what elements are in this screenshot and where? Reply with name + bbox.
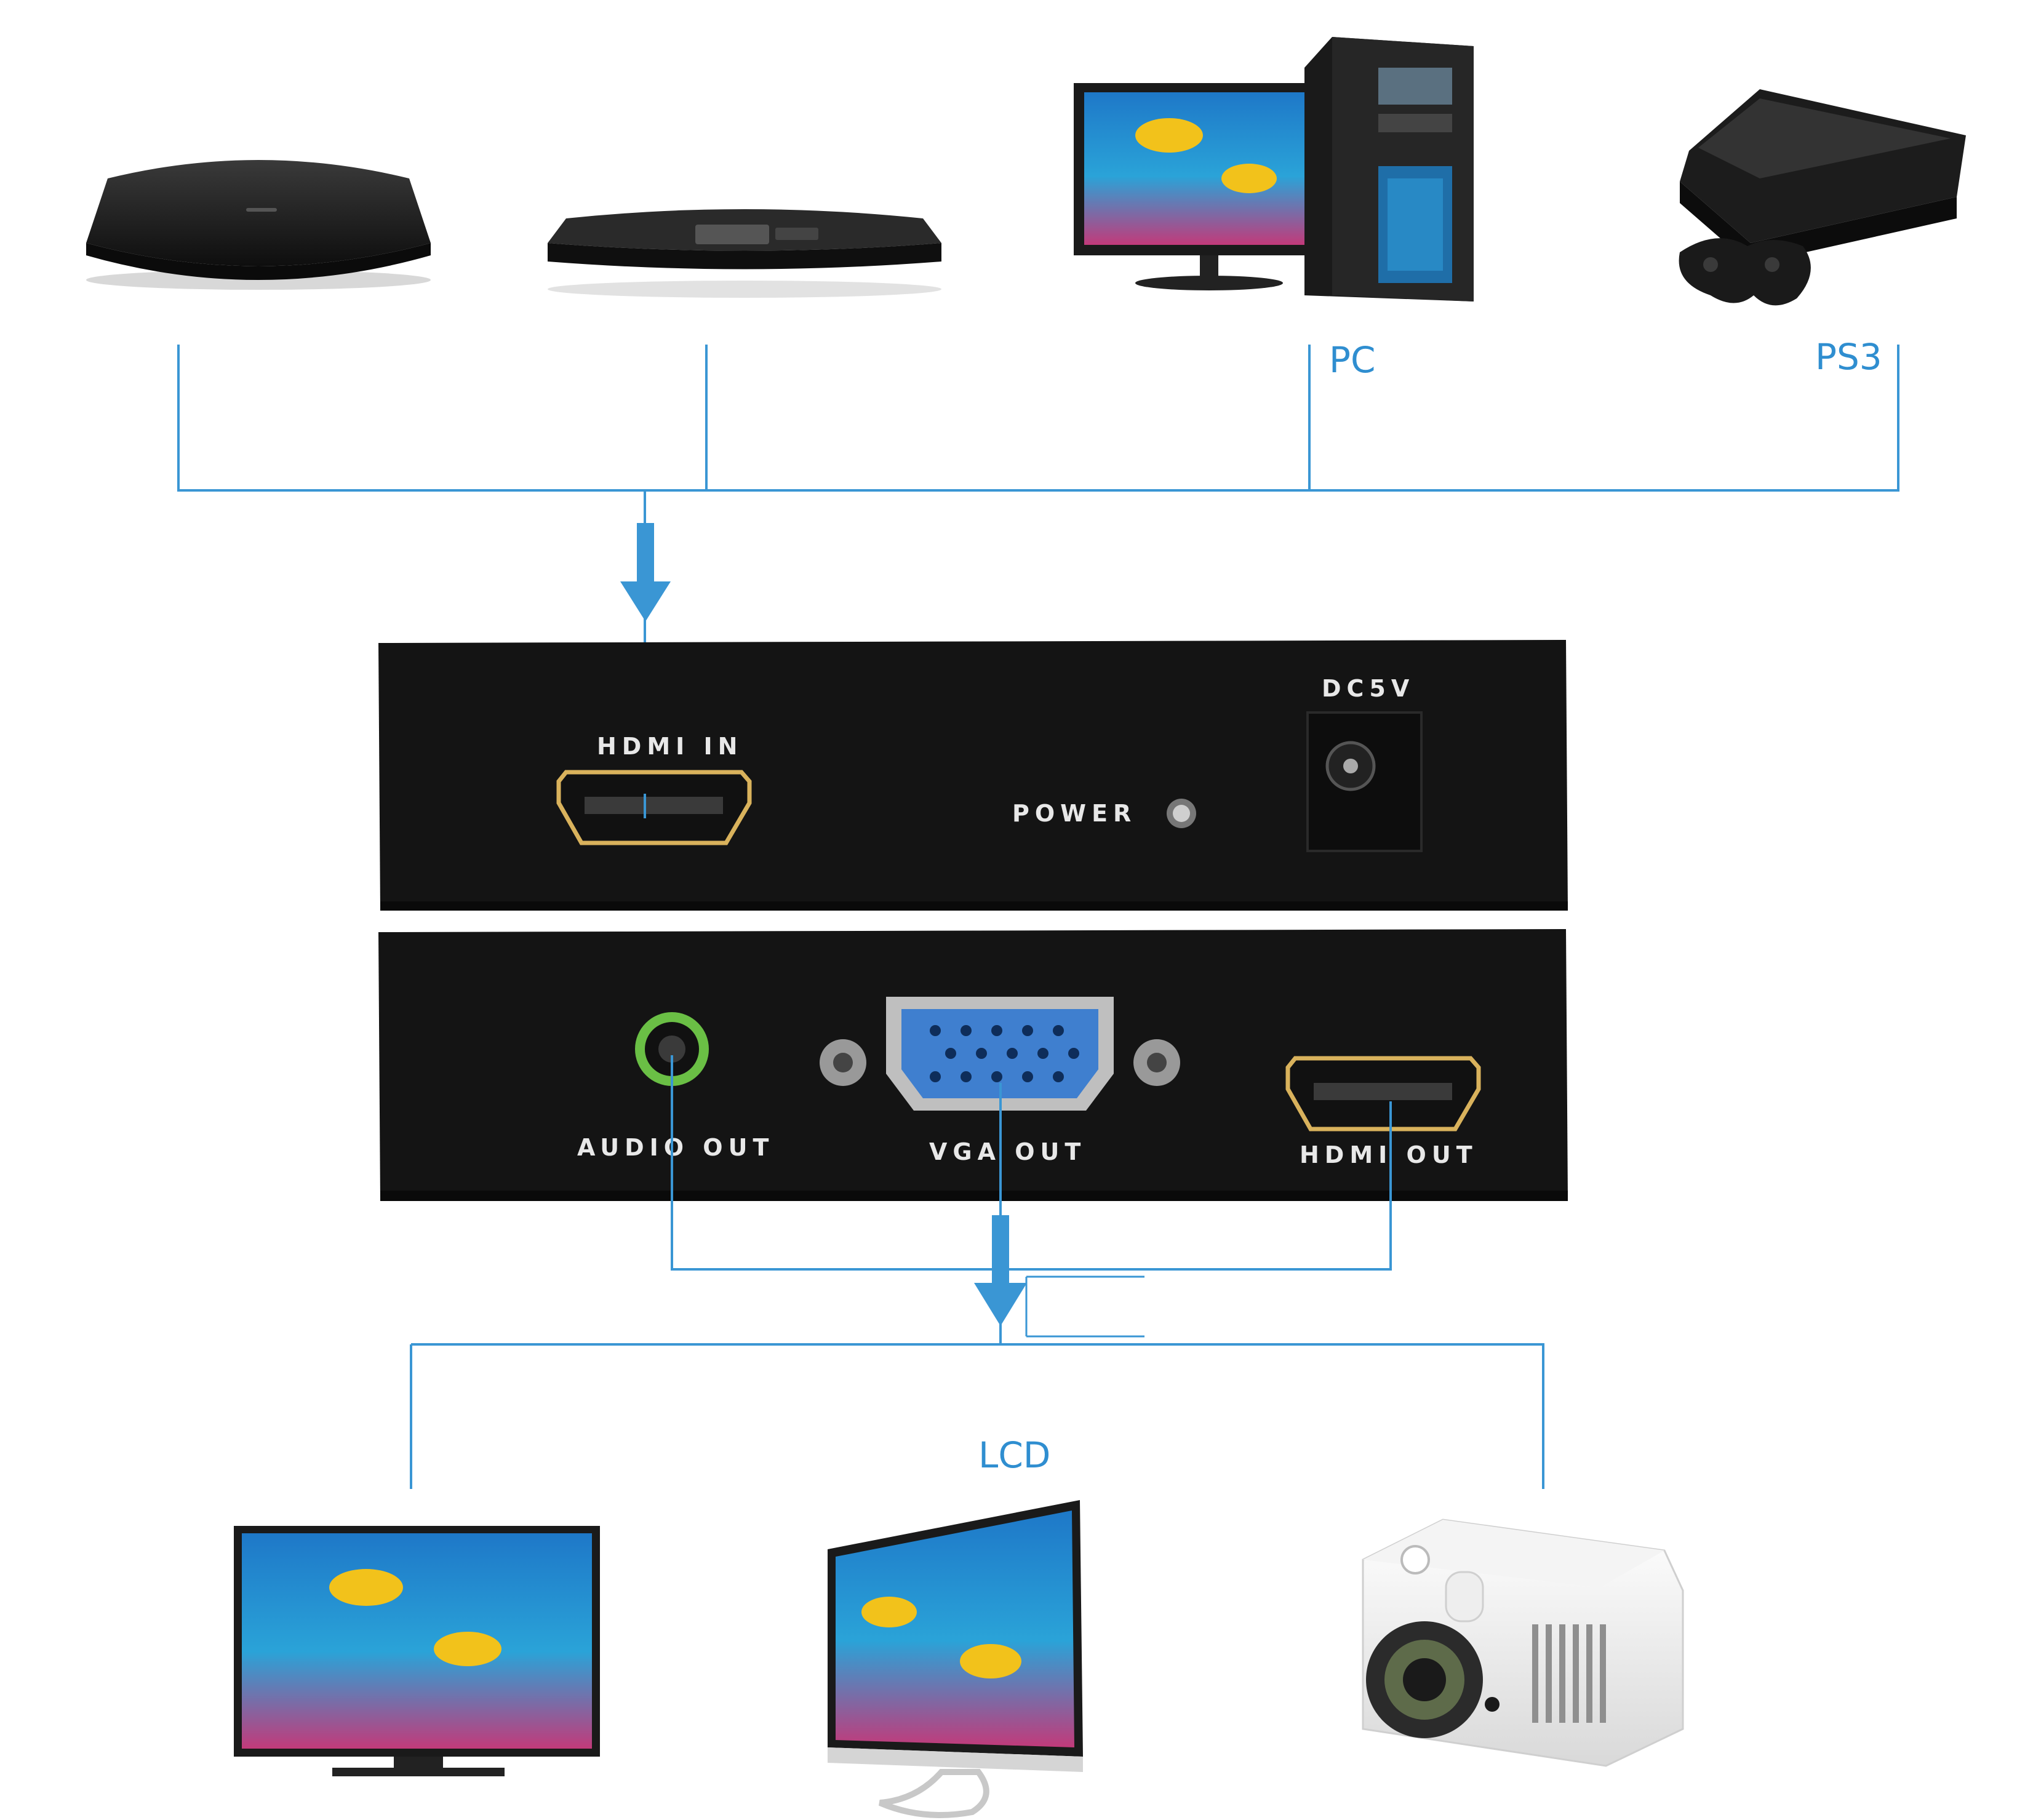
dc-power-jack[interactable] [1306, 711, 1423, 852]
lcd-monitor-device [828, 1500, 1083, 1818]
power-label: POWER [1012, 800, 1136, 827]
hdmi-out-label: HDMI OUT [1300, 1141, 1478, 1168]
output-down-arrow [974, 1215, 1027, 1326]
lcd-label: LCD [978, 1434, 1050, 1476]
audio-out-port[interactable] [635, 1012, 709, 1086]
hdmi-in-port[interactable] [556, 770, 752, 845]
hdmi-out-port[interactable] [1285, 1056, 1481, 1132]
vga-out-label: VGA OUT [929, 1138, 1086, 1165]
projector-device [1362, 1519, 1684, 1767]
audio-out-label: AUDIO OUT [577, 1134, 774, 1161]
media-box-device [86, 160, 431, 290]
pc-device [1074, 37, 1474, 301]
input-down-arrow [620, 523, 671, 621]
hdmi-in-label: HDMI IN [597, 733, 743, 760]
output-connection-lines [410, 1055, 1544, 1489]
pc-label: PC [1329, 339, 1375, 381]
dc5v-label: DC5V [1322, 675, 1415, 702]
power-led-icon [1167, 799, 1196, 828]
dvd-player-device [548, 209, 941, 298]
vga-screw-left-icon [820, 1039, 866, 1086]
tv-display-device [234, 1526, 600, 1776]
ps3-label: PS3 [1815, 336, 1882, 378]
ps3-device [1679, 89, 1966, 306]
vga-screw-right-icon [1133, 1039, 1180, 1086]
vga-out-port[interactable] [886, 997, 1114, 1111]
